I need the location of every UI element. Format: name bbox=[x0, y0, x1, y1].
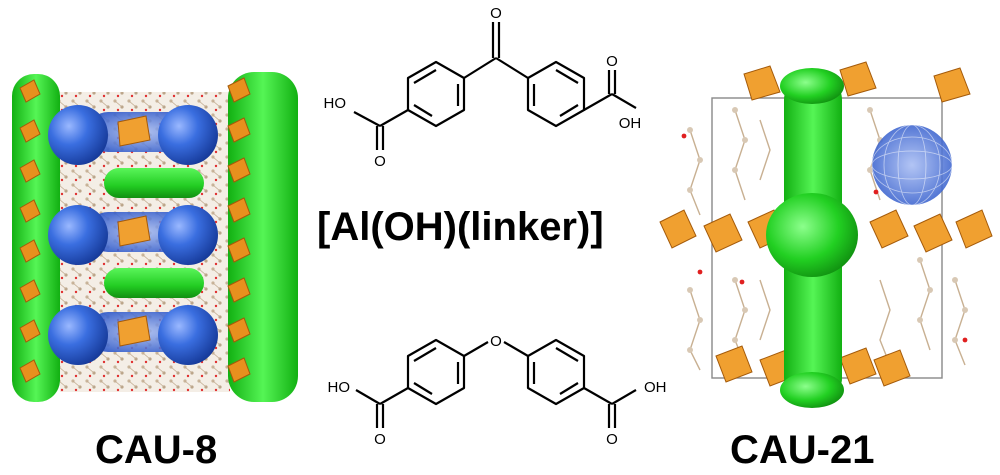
linker-bottom-left-acid: HO bbox=[328, 379, 351, 396]
linker-bottom-ring-left bbox=[406, 338, 466, 406]
cau8-alo-chain-right bbox=[227, 77, 251, 383]
linker-top-ring-left bbox=[406, 60, 466, 128]
cau8-alo-chain-left bbox=[19, 79, 41, 383]
cau8-channel-capsule bbox=[104, 268, 204, 298]
cau8-channel-wall-left bbox=[12, 74, 60, 402]
linker-bottom-right-carbonyl: O bbox=[606, 431, 618, 448]
linker-top-left-acid: HO bbox=[324, 95, 347, 112]
linker-bottom-right-acid: OH bbox=[644, 379, 667, 396]
formula-label: [Al(OH)(linker)] bbox=[317, 205, 604, 249]
cau21-cage-sphere bbox=[872, 125, 952, 205]
linker-top-bridge-atom: O bbox=[490, 5, 502, 22]
cau21-label: CAU-21 bbox=[730, 428, 875, 472]
cau8-alo-bridges bbox=[117, 115, 151, 347]
linker-top bbox=[353, 22, 637, 150]
cau8-cage-sphere bbox=[158, 305, 218, 365]
linker-bottom-left-carbonyl: O bbox=[374, 431, 386, 448]
linker-top-left-carbonyl: O bbox=[374, 153, 386, 170]
cau21-alo-chains bbox=[659, 61, 993, 387]
cau21-channel-cap bbox=[780, 68, 844, 104]
cau8-cage-sphere bbox=[48, 205, 108, 265]
cau21-cage-mesh bbox=[871, 124, 953, 206]
linker-top-right-carbonyl: O bbox=[606, 53, 618, 70]
cau8-cage-sphere bbox=[158, 105, 218, 165]
linker-bottom bbox=[355, 338, 637, 428]
cau21-channel-cap bbox=[780, 372, 844, 408]
cau8-channel-capsule bbox=[104, 168, 204, 198]
linker-top-ring-right bbox=[526, 60, 586, 128]
cau8-structure bbox=[12, 72, 298, 402]
linker-top-right-acid: OH bbox=[619, 115, 642, 132]
cau8-label: CAU-8 bbox=[95, 428, 218, 472]
cau21-structure bbox=[659, 61, 993, 408]
linker-bottom-ring-right bbox=[526, 338, 586, 406]
cau8-cage-sphere bbox=[48, 305, 108, 365]
cau21-atoms bbox=[687, 107, 968, 353]
cau8-cage-sphere bbox=[48, 105, 108, 165]
cau21-channel-node bbox=[766, 193, 858, 277]
cau8-cage-sphere bbox=[158, 205, 218, 265]
linker-bottom-bridge-atom: O bbox=[490, 333, 502, 350]
cau8-channel-wall-right bbox=[228, 72, 298, 402]
